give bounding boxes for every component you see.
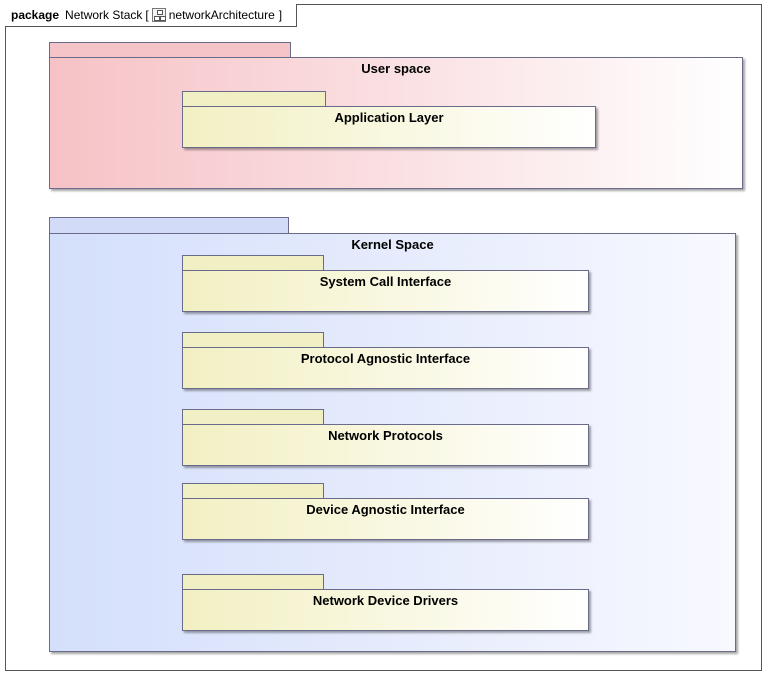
frame-diagram-name: networkArchitecture xyxy=(168,8,275,22)
network-device-drivers-package[interactable]: Network Device Drivers xyxy=(182,589,589,631)
frame-keyword: package xyxy=(11,8,60,22)
user-space-title: User space xyxy=(361,61,431,76)
frame-name: Network Stack xyxy=(65,8,143,22)
application-layer-package-tab[interactable] xyxy=(182,91,326,107)
frame-bracket-close: ] xyxy=(278,8,283,22)
network-protocols-package[interactable]: Network Protocols xyxy=(182,424,589,466)
system-call-interface-package[interactable]: System Call Interface xyxy=(182,270,589,312)
network-device-drivers-package-tab[interactable] xyxy=(182,574,324,590)
device-agnostic-interface-title: Device Agnostic Interface xyxy=(306,502,465,517)
protocol-agnostic-interface-package-tab[interactable] xyxy=(182,332,324,348)
protocol-agnostic-interface-package[interactable]: Protocol Agnostic Interface xyxy=(182,347,589,389)
device-agnostic-interface-package-tab[interactable] xyxy=(182,483,324,499)
network-device-drivers-title: Network Device Drivers xyxy=(312,593,459,608)
frame-bracket-open: [ xyxy=(145,8,149,22)
kernel-space-title: Kernel Space xyxy=(351,237,434,252)
diagram-frame-header: package Network Stack [ networkArchitect… xyxy=(5,4,298,27)
package-diagram-icon xyxy=(151,8,166,22)
kernel-space-package-tab[interactable] xyxy=(49,217,289,234)
protocol-agnostic-interface-title: Protocol Agnostic Interface xyxy=(300,351,471,366)
application-layer-package[interactable]: Application Layer xyxy=(182,106,596,148)
network-protocols-package-tab[interactable] xyxy=(182,409,324,425)
network-protocols-title: Network Protocols xyxy=(328,428,443,443)
application-layer-title: Application Layer xyxy=(334,110,444,125)
system-call-interface-package-tab[interactable] xyxy=(182,255,324,271)
user-space-package-tab[interactable] xyxy=(49,42,291,58)
system-call-interface-title: System Call Interface xyxy=(319,274,452,289)
device-agnostic-interface-package[interactable]: Device Agnostic Interface xyxy=(182,498,589,540)
